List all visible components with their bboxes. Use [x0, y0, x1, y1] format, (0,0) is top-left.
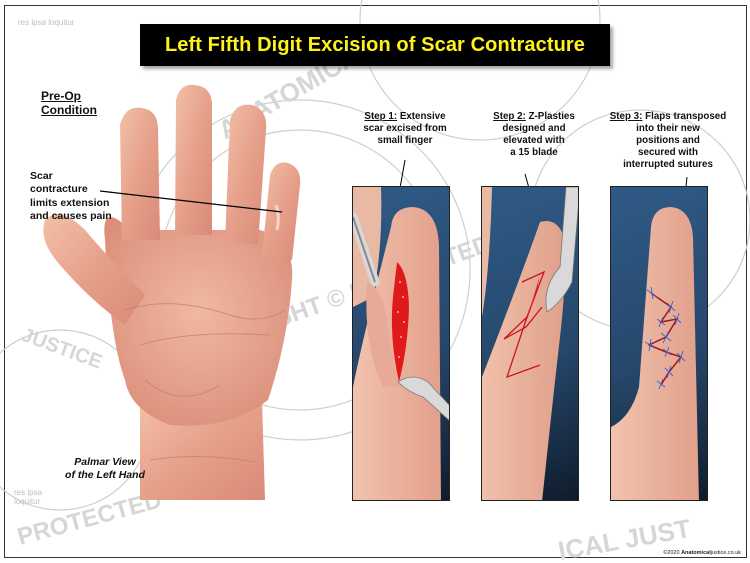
- step-3-line1: Flaps transposed: [642, 111, 727, 122]
- step-2-line1: Z-Plasties: [525, 111, 575, 122]
- step-2-caption: Step 2: Z-Plasties designed and elevated…: [470, 111, 598, 159]
- copyright-suffix: justice.co.uk: [710, 550, 741, 556]
- step-3-caption: Step 3: Flaps transposed into their new …: [604, 111, 732, 171]
- step-2-prefix: Step 2:: [493, 111, 526, 122]
- step-1-panel: [352, 186, 450, 501]
- scar-label-line1: Scar: [30, 170, 53, 182]
- step-3-prefix: Step 3:: [609, 111, 643, 122]
- step-2-line2: designed and: [502, 123, 566, 134]
- step-3-line2: into their new: [636, 123, 700, 134]
- pre-op-heading: Pre-Op Condition: [41, 89, 97, 117]
- page-title: Left Fifth Digit Excision of Scar Contra…: [164, 33, 586, 56]
- pre-op-heading-line1: Pre-Op: [41, 89, 82, 103]
- step-1-line2: scar excised from: [363, 123, 447, 134]
- step-1-caption: Step 1: Extensive scar excised from smal…: [341, 111, 469, 147]
- pre-op-heading-line2: Condition: [41, 103, 97, 117]
- copyright-brand: Anatomical: [681, 550, 711, 556]
- step-2-line3: elevated with: [503, 135, 565, 146]
- step-2-panel: [481, 186, 579, 501]
- copyright-year: ©2020: [663, 550, 680, 556]
- step-3-line5: interrupted sutures: [623, 159, 713, 170]
- palmar-view-line2: of the Left Hand: [65, 469, 145, 481]
- palmar-view-caption: Palmar View of the Left Hand: [55, 456, 155, 482]
- step-3-line4: secured with: [638, 147, 698, 158]
- scar-label-line4: and causes pain: [30, 209, 112, 222]
- palmar-view-line1: Palmar View: [74, 456, 136, 468]
- step-1-line1: Extensive: [397, 111, 446, 122]
- step-1-line3: small finger: [377, 135, 433, 146]
- step-3-line3: positions and: [636, 135, 700, 146]
- step-1-prefix: Step 1:: [364, 111, 398, 122]
- step-2-line4: a 15 blade: [510, 147, 558, 158]
- copyright-notice: ©2020 Anatomicaljustice.co.uk: [663, 550, 741, 556]
- scar-contracture-label: Scar contracture limits extension and ca…: [30, 170, 112, 223]
- palmar-hand-illustration: [30, 80, 330, 500]
- scar-label-line3: limits extension: [30, 196, 110, 209]
- step-3-panel: [610, 186, 708, 501]
- title-banner: Left Fifth Digit Excision of Scar Contra…: [140, 24, 610, 66]
- scar-label-line2: contracture: [30, 183, 88, 196]
